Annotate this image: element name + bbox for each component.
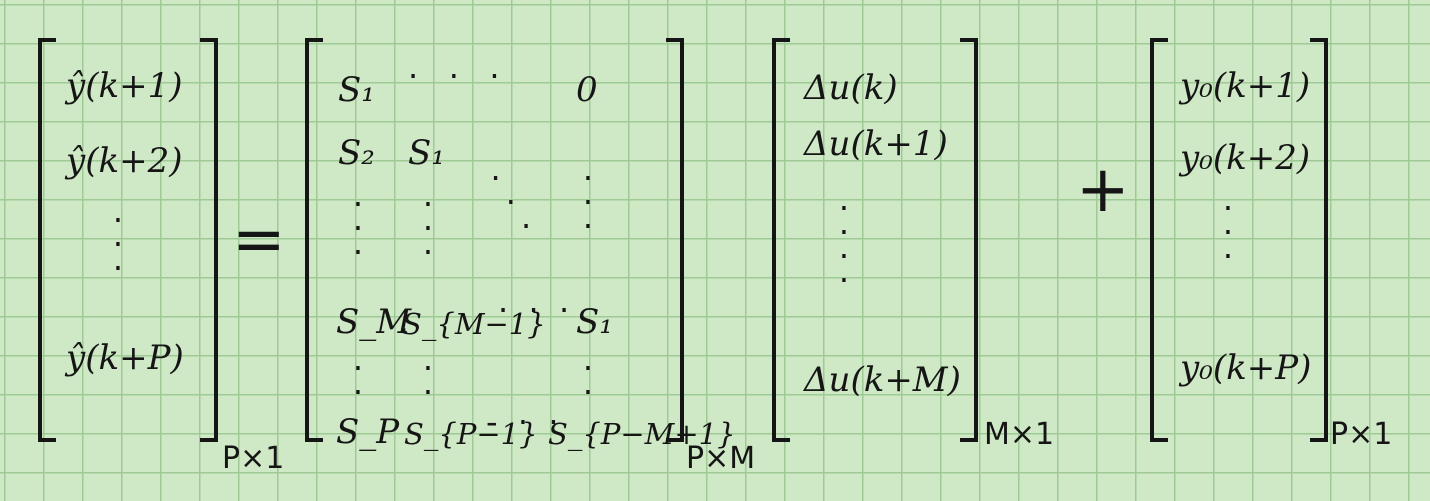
- yhat-k1: ŷ(k+1): [66, 66, 183, 106]
- du-left-bracket: [772, 38, 790, 442]
- s-r1-last: 0: [576, 70, 598, 110]
- s-rP-dots: - · ·: [486, 403, 559, 441]
- s-rP-last: S_{P−M+1}: [548, 417, 736, 451]
- s-last-col-dots-lower: · ·: [582, 349, 594, 411]
- s-rM-c2: S_{M−1}: [402, 307, 546, 341]
- lhs-right-bracket: [200, 38, 218, 442]
- s-diag-dots: · · ·: [490, 159, 532, 245]
- s-left-bracket: [305, 38, 323, 442]
- lhs-left-bracket: [38, 38, 56, 442]
- lhs-dimension: P×1: [222, 441, 285, 476]
- s-last-col-dots-upper: · · ·: [582, 159, 594, 245]
- du-kM: Δu(k+M): [804, 360, 961, 400]
- s-col1-dots: · · ·: [352, 185, 364, 271]
- du-right-bracket: [960, 38, 978, 442]
- du-k: Δu(k): [804, 68, 898, 108]
- s-r2c2: S₁: [408, 133, 445, 173]
- s-r1-dots: · · ·: [408, 57, 500, 95]
- equals-sign: =: [232, 203, 286, 277]
- yhat-kP: ŷ(k+P): [66, 338, 184, 378]
- plus-sign: +: [1076, 153, 1130, 227]
- du-k1: Δu(k+1): [804, 124, 948, 164]
- y0-k1: y₀(k+1): [1180, 66, 1311, 106]
- s-r2c1: S₂: [338, 133, 375, 173]
- s-rP-c1: S_P: [336, 412, 400, 452]
- y0-k2: y₀(k+2): [1180, 138, 1311, 178]
- du-dimension: M×1: [984, 417, 1055, 452]
- s-rM-last: S₁: [576, 302, 613, 342]
- y0-left-bracket: [1150, 38, 1168, 442]
- y0-dimension: P×1: [1330, 417, 1393, 452]
- s-col2-dots-lower: · ·: [422, 349, 434, 411]
- y0-right-bracket: [1310, 38, 1328, 442]
- du-vertical-dots: · · · ·: [838, 189, 850, 299]
- s-r1c1: S₁: [338, 70, 375, 110]
- s-col2-dots: · · ·: [422, 185, 434, 271]
- s-col1-dots-lower: · ·: [352, 349, 364, 411]
- s-rM-c1: S_M: [336, 302, 412, 342]
- y0-kP: y₀(k+P): [1180, 348, 1312, 388]
- s-right-bracket: [666, 38, 684, 442]
- s-rM-dots: · · ·: [498, 291, 570, 329]
- y0-vertical-dots: · · ·: [1222, 189, 1234, 275]
- s-dimension: P×M: [686, 441, 756, 476]
- s-rP-c2: S_{P−1}: [404, 417, 538, 451]
- lhs-vertical-dots: · · ·: [112, 201, 124, 287]
- yhat-k2: ŷ(k+2): [66, 141, 183, 181]
